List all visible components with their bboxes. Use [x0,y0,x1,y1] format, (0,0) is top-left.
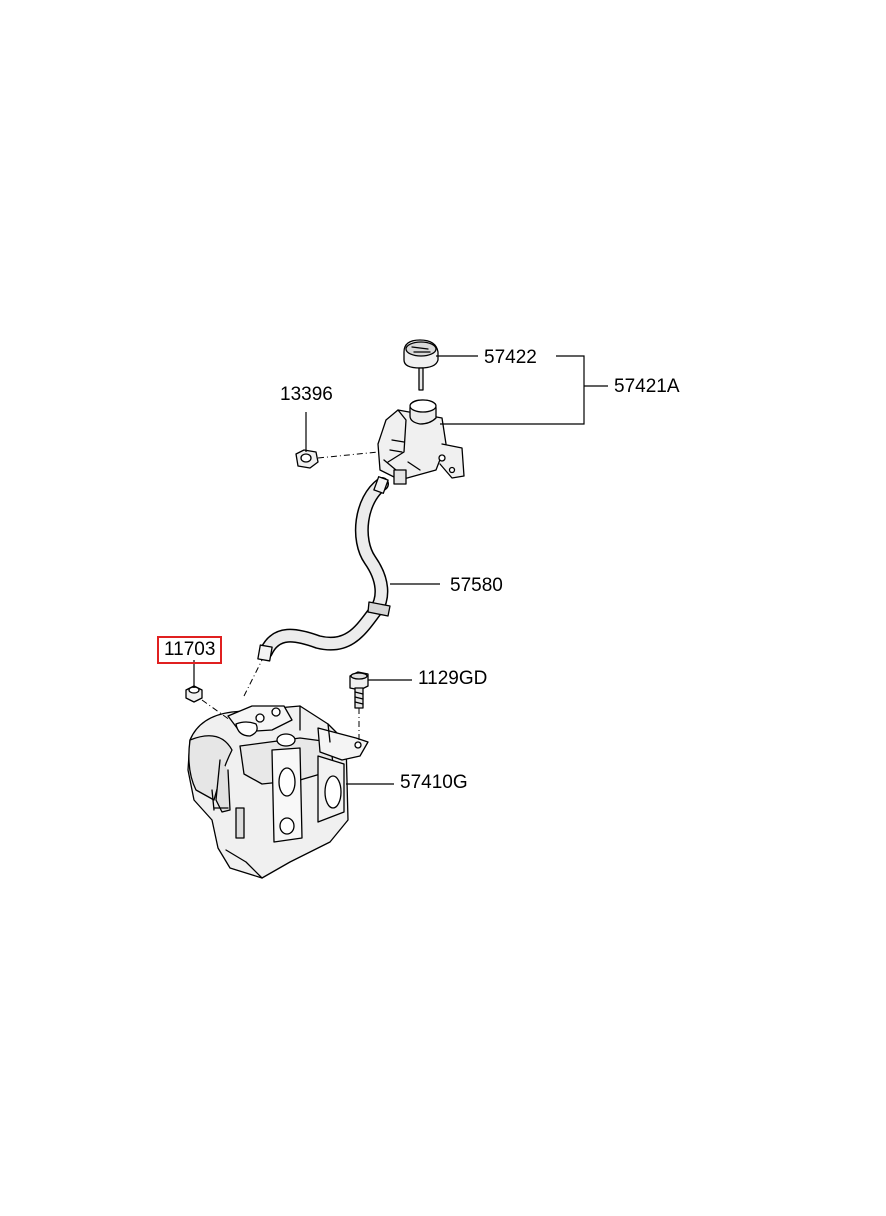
part-label-57410G[interactable]: 57410G [400,772,468,793]
reservoir-tank-drawing [377,399,465,485]
part-label-57421A[interactable]: 57421A [614,376,680,397]
pump-drawing [187,705,369,879]
part-label-11703-highlighted[interactable]: 11703 [157,636,223,664]
part-label-57580[interactable]: 57580 [450,575,503,596]
hose-drawing [257,476,391,662]
fitting-drawing [185,685,203,703]
part-label-13396[interactable]: 13396 [280,384,333,405]
assembly-lines [201,451,379,742]
leader-lines [193,355,608,785]
leader-57421A-bracket [440,355,585,425]
part-label-1129GD[interactable]: 1129GD [418,668,488,689]
part-label-57422[interactable]: 57422 [484,347,537,368]
nut-drawing [295,449,319,469]
bolt-drawing [349,671,369,709]
reservoir-cap-drawing [403,339,439,391]
